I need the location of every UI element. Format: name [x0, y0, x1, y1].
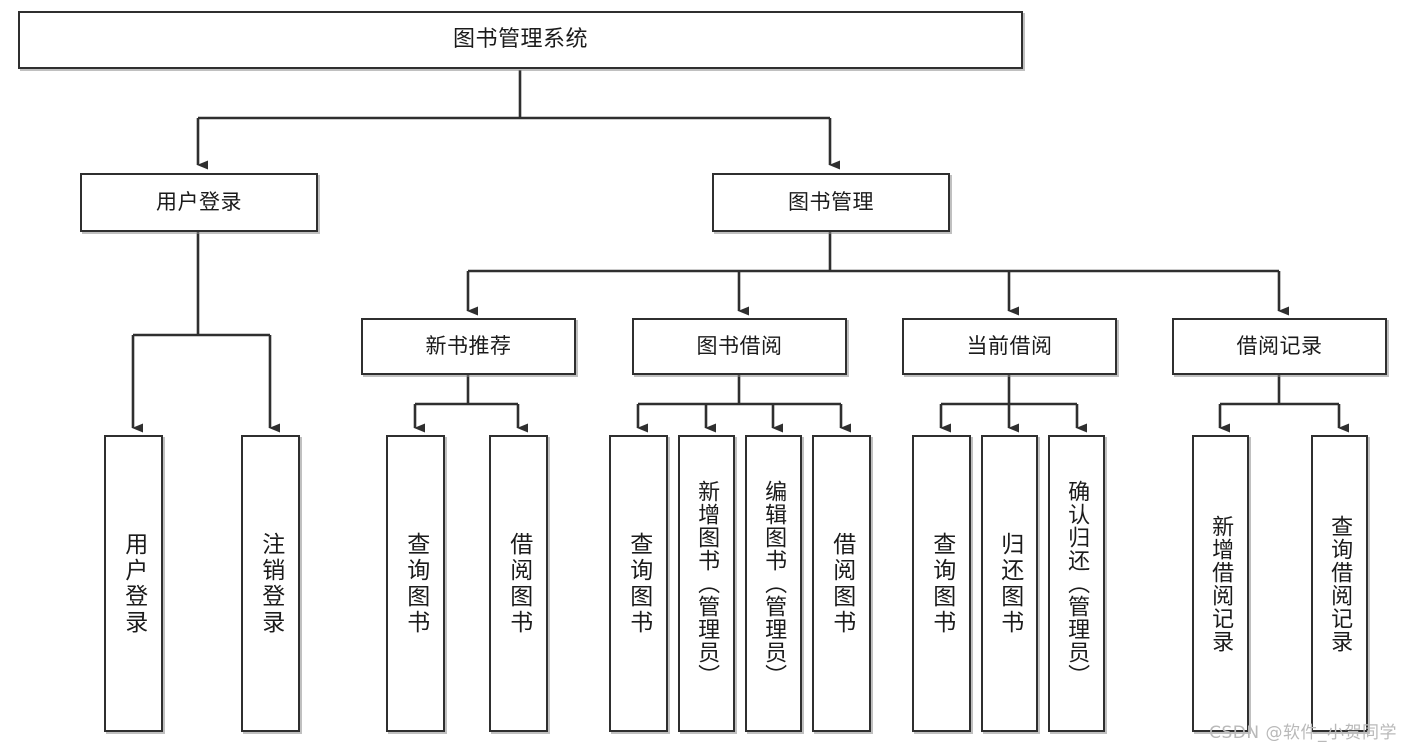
node-book-borrow[interactable]: 图书借阅: [632, 318, 847, 375]
node-leaf-add-book-admin-label: 新增图书（管理员）: [694, 480, 720, 687]
node-leaf-borrow-book-1-label: 借阅图书: [505, 531, 532, 636]
node-leaf-user-login-label: 用户登录: [120, 531, 147, 636]
node-leaf-borrow-book-1[interactable]: 借阅图书: [489, 435, 548, 732]
node-leaf-add-book-admin[interactable]: 新增图书（管理员）: [678, 435, 735, 732]
node-leaf-edit-book-admin[interactable]: 编辑图书（管理员）: [745, 435, 802, 732]
node-root[interactable]: 图书管理系统: [18, 11, 1023, 69]
node-borrow-record[interactable]: 借阅记录: [1172, 318, 1387, 375]
node-leaf-query-book-2-label: 查询图书: [625, 531, 652, 636]
node-leaf-edit-book-admin-label: 编辑图书（管理员）: [761, 480, 787, 687]
node-leaf-user-login[interactable]: 用户登录: [104, 435, 163, 732]
node-leaf-logout-login-label: 注销登录: [257, 531, 284, 636]
node-leaf-return-book[interactable]: 归还图书: [981, 435, 1038, 732]
node-book-manage[interactable]: 图书管理: [712, 173, 950, 232]
node-user-login-label: 用户登录: [156, 190, 242, 214]
node-new-book-recommend-label: 新书推荐: [425, 334, 512, 358]
node-leaf-borrow-book-2[interactable]: 借阅图书: [812, 435, 871, 732]
node-leaf-add-borrow-record-label: 新增借阅记录: [1208, 514, 1234, 653]
node-book-borrow-label: 图书借阅: [696, 334, 783, 358]
node-leaf-query-borrow-record-label: 查询借阅记录: [1327, 514, 1353, 653]
node-leaf-query-borrow-record[interactable]: 查询借阅记录: [1311, 435, 1368, 732]
csdn-watermark: CSDN @软件_小贺同学: [1209, 723, 1397, 743]
node-current-borrow-label: 当前借阅: [966, 334, 1053, 358]
node-leaf-query-book-1-label: 查询图书: [402, 531, 429, 636]
node-leaf-logout-login[interactable]: 注销登录: [241, 435, 300, 732]
node-leaf-query-book-2[interactable]: 查询图书: [609, 435, 668, 732]
node-current-borrow[interactable]: 当前借阅: [902, 318, 1117, 375]
node-user-login[interactable]: 用户登录: [80, 173, 318, 232]
node-book-manage-label: 图书管理: [788, 190, 874, 214]
node-leaf-query-book-3-label: 查询图书: [928, 531, 955, 636]
node-borrow-record-label: 借阅记录: [1236, 334, 1323, 358]
node-new-book-recommend[interactable]: 新书推荐: [361, 318, 576, 375]
node-root-label: 图书管理系统: [452, 27, 588, 52]
node-leaf-confirm-return-admin[interactable]: 确认归还（管理员）: [1048, 435, 1105, 732]
node-leaf-query-book-1[interactable]: 查询图书: [386, 435, 445, 732]
node-leaf-query-book-3[interactable]: 查询图书: [912, 435, 971, 732]
node-leaf-borrow-book-2-label: 借阅图书: [828, 531, 855, 636]
node-leaf-return-book-label: 归还图书: [996, 531, 1023, 636]
node-leaf-add-borrow-record[interactable]: 新增借阅记录: [1192, 435, 1249, 732]
node-leaf-confirm-return-admin-label: 确认归还（管理员）: [1064, 480, 1090, 687]
